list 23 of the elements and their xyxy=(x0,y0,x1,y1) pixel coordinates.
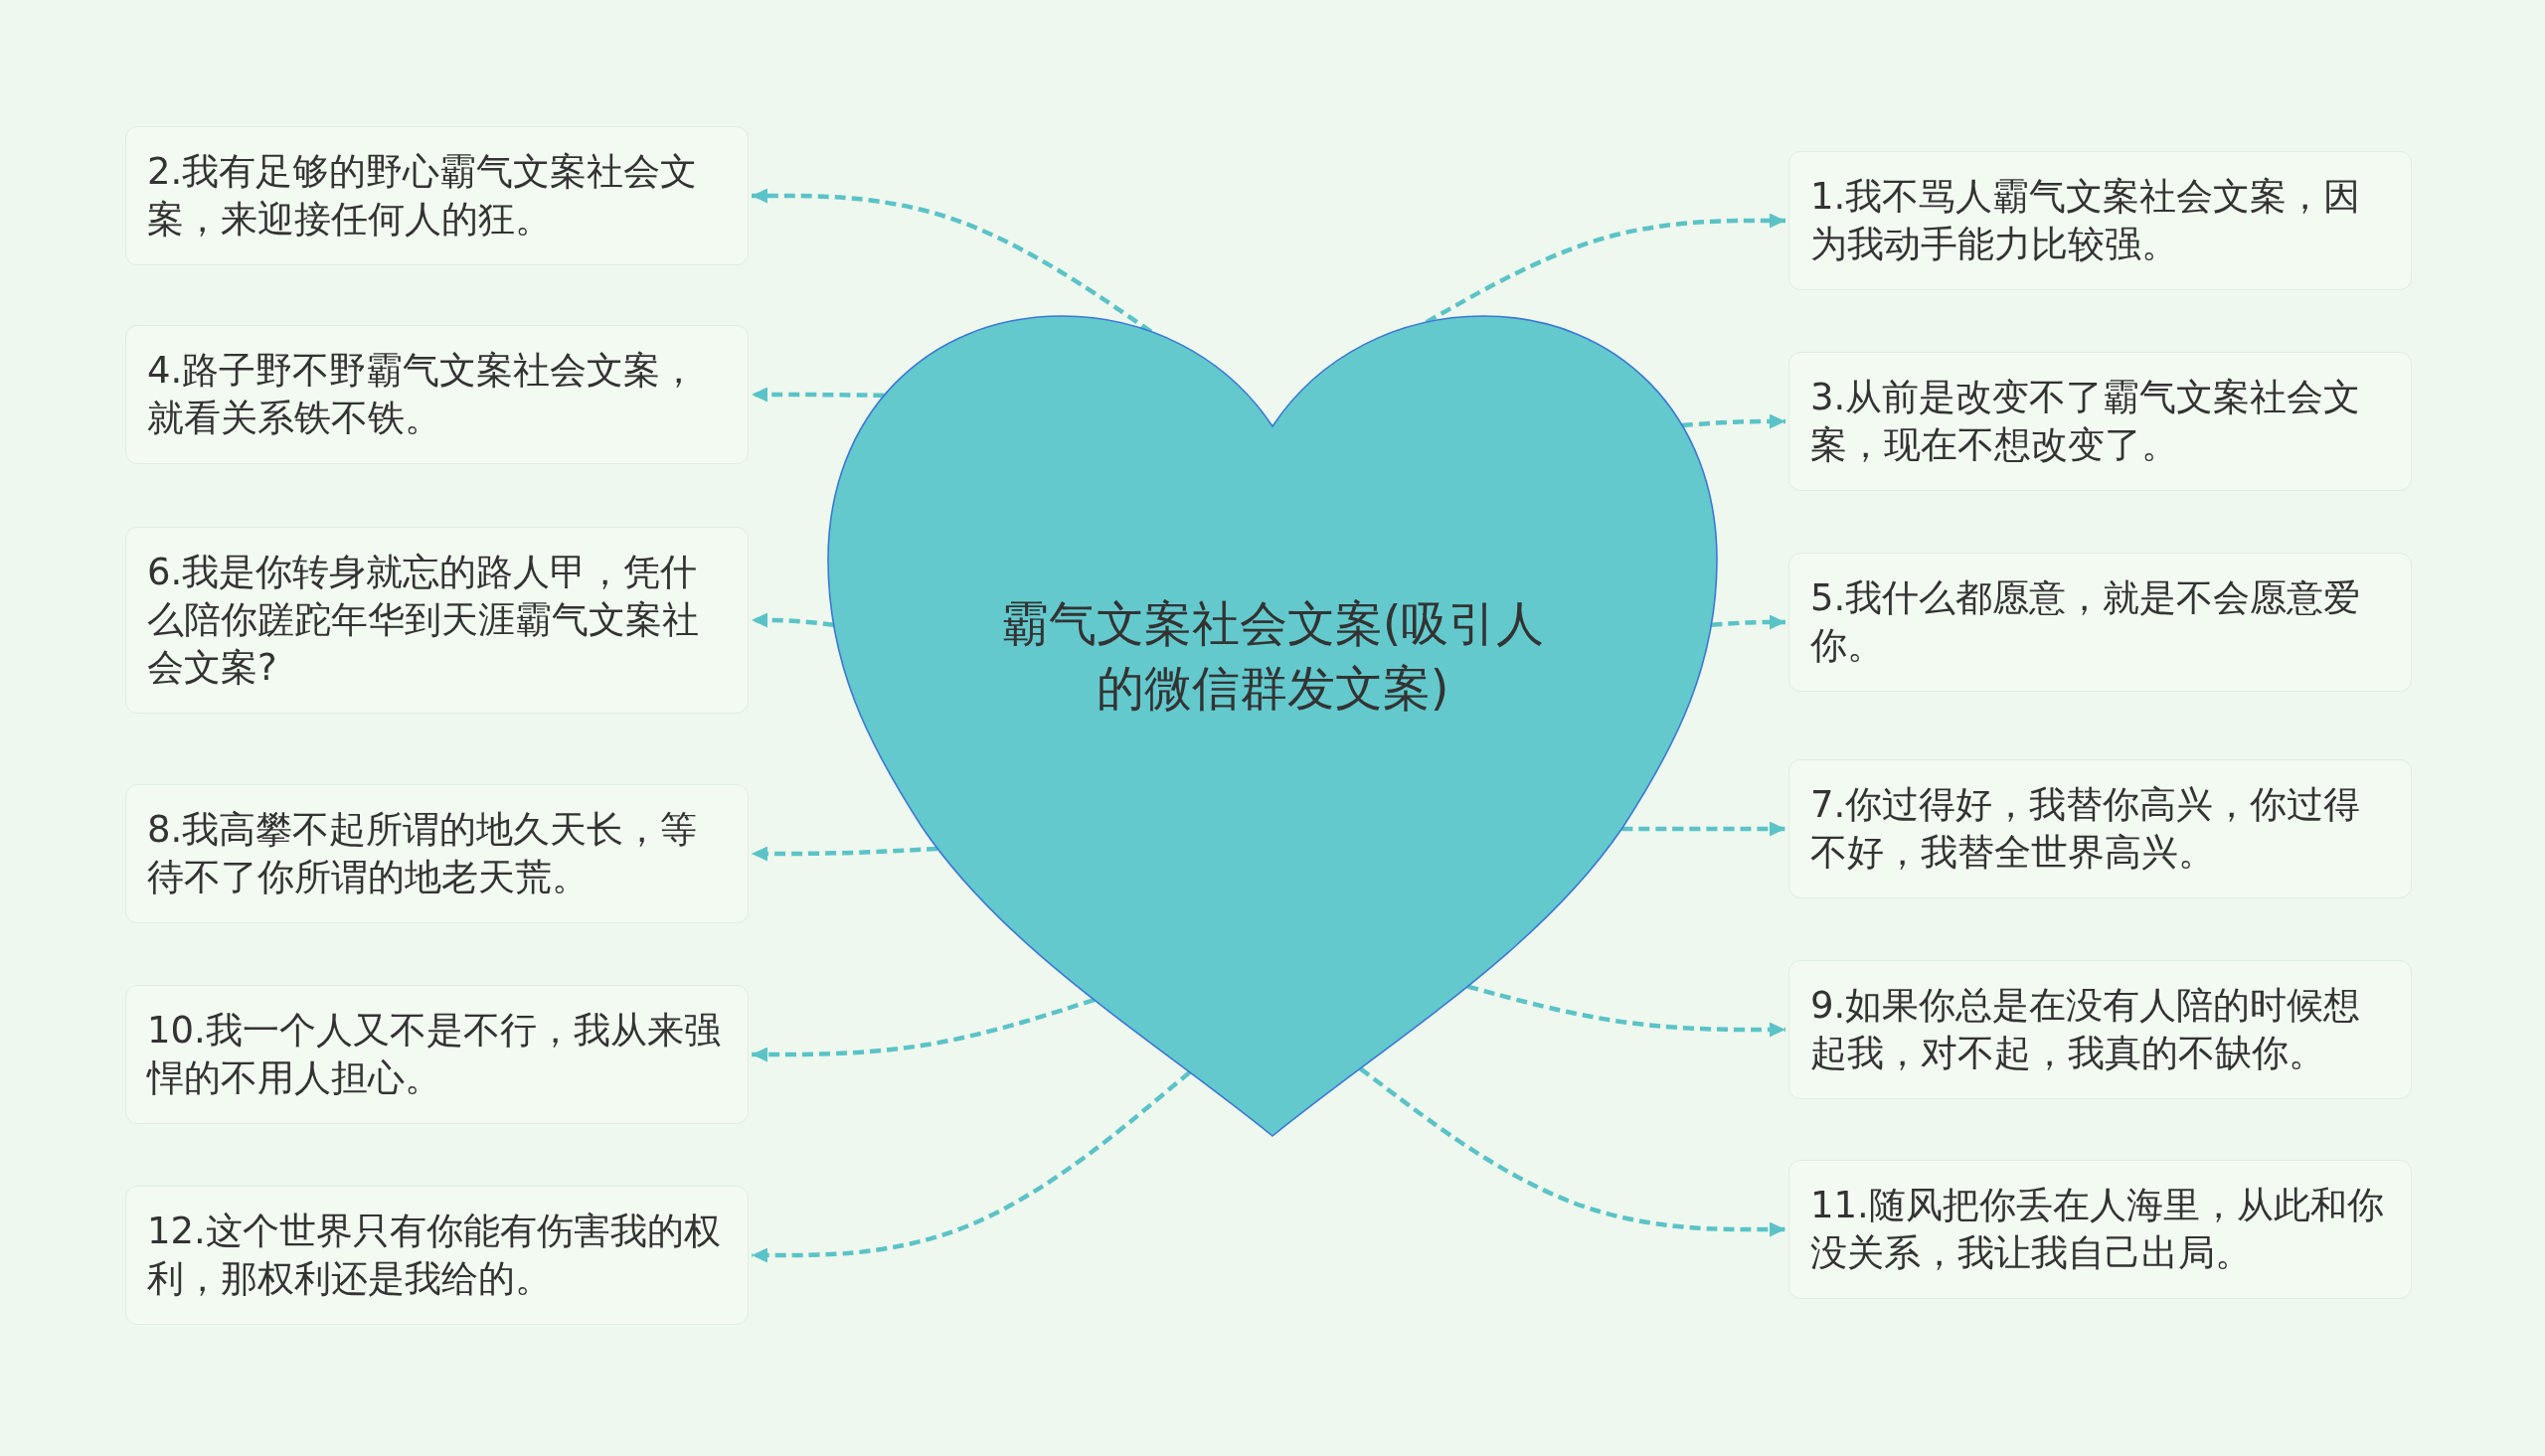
quote-card: 3.从前是改变不了霸气文案社会文案，现在不想改变了。 xyxy=(1788,352,2412,491)
quote-card: 7.你过得好，我替你高兴，你过得不好，我替全世界高兴。 xyxy=(1788,759,2412,898)
topic-text: 霸气文案社会文案(吸引人的微信群发文案) xyxy=(999,594,1546,718)
quote-card: 10.我一个人又不是不行，我从来强悍的不用人担心。 xyxy=(125,985,749,1124)
dashed-arrow xyxy=(1621,821,1785,837)
quote-card: 6.我是你转身就忘的路人甲，凭什么陪你蹉跎年华到天涯霸气文案社会文案? xyxy=(125,527,749,714)
quote-card: 4.路子野不野霸气文案社会文案，就看关系铁不铁。 xyxy=(125,325,749,464)
dashed-arrow xyxy=(752,387,885,403)
dashed-arrow xyxy=(752,997,1096,1062)
quote-card: 2.我有足够的野心霸气文案社会文案，来迎接任何人的狂。 xyxy=(125,126,749,265)
quote-card: 12.这个世界只有你能有伤害我的权利，那权利还是我给的。 xyxy=(125,1186,749,1325)
quote-card: 1.我不骂人霸气文案社会文案，因为我动手能力比较强。 xyxy=(1788,151,2412,290)
quote-card: 11.随风把你丢在人海里，从此和你没关系，我让我自己出局。 xyxy=(1788,1160,2412,1299)
dashed-arrow xyxy=(1681,413,1785,429)
dashed-arrow xyxy=(752,1070,1192,1263)
quote-card: 8.我高攀不起所谓的地久天长，等待不了你所谓的地老天荒。 xyxy=(125,784,749,923)
dashed-arrow xyxy=(1711,614,1785,630)
quote-card: 5.我什么都愿意，就是不会愿意爱你。 xyxy=(1788,553,2412,692)
dashed-arrow xyxy=(752,846,938,862)
dashed-arrow xyxy=(1358,1066,1785,1237)
dashed-arrow xyxy=(752,612,834,628)
dashed-arrow xyxy=(1466,984,1785,1038)
quote-card: 9.如果你总是在没有人陪的时候想起我，对不起，我真的不缺你。 xyxy=(1788,960,2412,1099)
